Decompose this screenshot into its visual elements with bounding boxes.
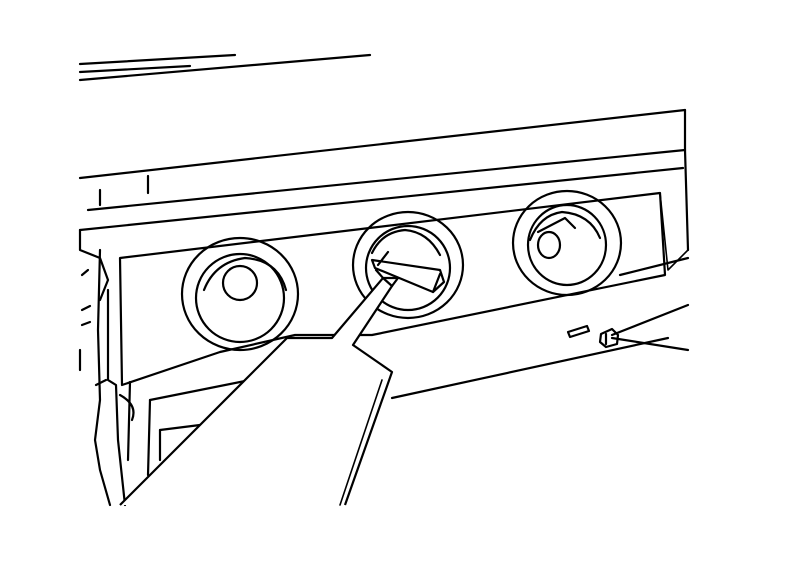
pry-tool — [119, 250, 446, 506]
upper-trim-lines — [78, 53, 372, 82]
dash-panel-top-edge — [78, 108, 690, 252]
retaining-clip-callout — [566, 303, 690, 352]
left-control-knob — [180, 236, 300, 352]
lower-dash-structure — [78, 228, 252, 507]
center-control-knob — [351, 210, 465, 320]
right-control-knob — [511, 189, 623, 297]
